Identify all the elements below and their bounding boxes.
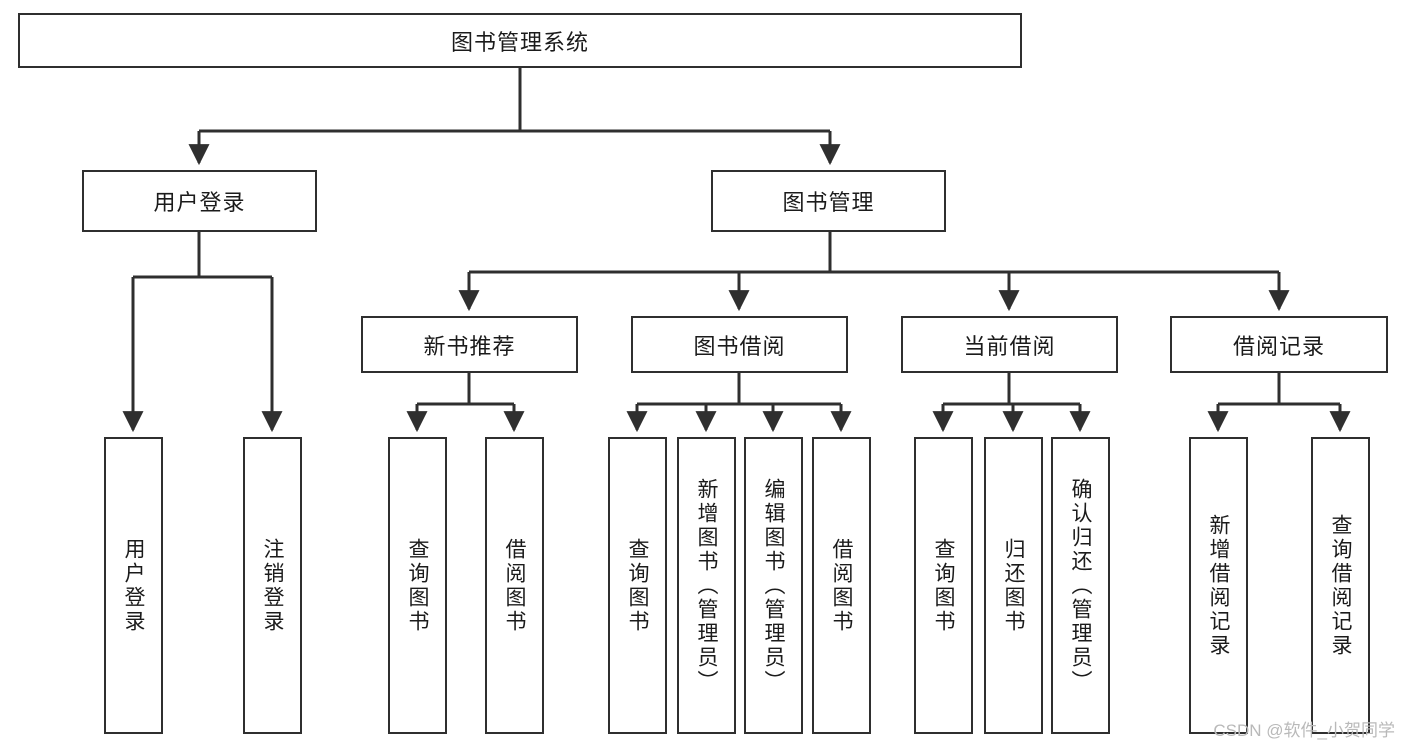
node-root-system[interactable]: 图书管理系统 — [18, 13, 1022, 68]
node-leaf-add-book[interactable]: 新增图书（管理员） — [677, 437, 736, 734]
node-new-book-recommend[interactable]: 新书推荐 — [361, 316, 578, 373]
node-label: 借阅图书 — [830, 537, 853, 634]
node-label: 图书管理 — [782, 190, 875, 215]
node-borrow-record[interactable]: 借阅记录 — [1170, 316, 1388, 373]
node-leaf-return-book[interactable]: 归还图书 — [984, 437, 1043, 734]
node-leaf-borrow-book-recommend[interactable]: 借阅图书 — [485, 437, 544, 734]
node-leaf-user-login[interactable]: 用户登录 — [104, 437, 163, 734]
node-leaf-query-borrow-record[interactable]: 查询借阅记录 — [1311, 437, 1370, 734]
node-label: 查询图书 — [406, 537, 429, 634]
node-label: 归还图书 — [1002, 537, 1025, 634]
node-book-borrow[interactable]: 图书借阅 — [631, 316, 848, 373]
node-leaf-query-book-recommend[interactable]: 查询图书 — [388, 437, 447, 734]
node-label: 新增借阅记录 — [1207, 513, 1230, 658]
node-leaf-query-book-borrow[interactable]: 查询图书 — [608, 437, 667, 734]
node-label: 确认归还（管理员） — [1069, 477, 1092, 694]
node-user-login[interactable]: 用户登录 — [82, 170, 317, 232]
node-label: 图书借阅 — [693, 333, 786, 359]
node-leaf-add-borrow-record[interactable]: 新增借阅记录 — [1189, 437, 1248, 734]
node-label: 借阅记录 — [1232, 333, 1325, 359]
node-leaf-edit-book[interactable]: 编辑图书（管理员） — [744, 437, 803, 734]
node-leaf-confirm-return[interactable]: 确认归还（管理员） — [1051, 437, 1110, 734]
node-label: 注销登录 — [261, 537, 284, 634]
node-label: 查询图书 — [626, 537, 649, 634]
node-leaf-query-book-current[interactable]: 查询图书 — [914, 437, 973, 734]
node-label: 用户登录 — [153, 190, 246, 215]
node-label: 新书推荐 — [423, 333, 516, 359]
node-label: 新增图书（管理员） — [695, 477, 718, 694]
node-leaf-borrow-book[interactable]: 借阅图书 — [812, 437, 871, 734]
node-label: 查询图书 — [932, 537, 955, 634]
node-leaf-logout[interactable]: 注销登录 — [243, 437, 302, 734]
node-label: 图书管理系统 — [450, 29, 589, 55]
node-book-manage[interactable]: 图书管理 — [711, 170, 946, 232]
node-label: 当前借阅 — [963, 333, 1056, 359]
node-label: 用户登录 — [122, 537, 145, 634]
node-label: 借阅图书 — [503, 537, 526, 634]
node-current-borrow[interactable]: 当前借阅 — [901, 316, 1118, 373]
node-label: 查询借阅记录 — [1329, 513, 1352, 658]
node-label: 编辑图书（管理员） — [762, 477, 785, 694]
watermark: CSDN @软件_小贺同学 — [1213, 721, 1395, 740]
